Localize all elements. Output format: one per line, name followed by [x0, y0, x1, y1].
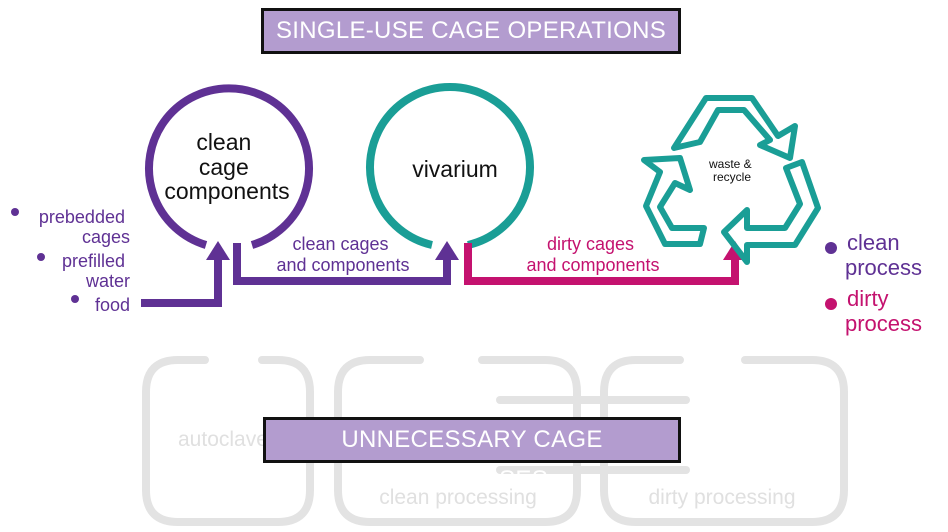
clean-flow-line: [233, 243, 451, 285]
vivarium-ring: [366, 83, 534, 249]
ghost-processes: [142, 356, 848, 526]
clean-components-ring: [145, 84, 313, 249]
clean-components-label: clean cage components: [164, 129, 289, 204]
clean-flow-line-2: and components: [276, 255, 409, 275]
legend-clean-label: clean process: [845, 230, 922, 280]
title-banner: SINGLE-USE CAGE OPERATIONS: [261, 8, 681, 54]
clean-components-line-1: clean: [196, 129, 251, 155]
prefilled-line-2: water: [85, 271, 130, 291]
dirty-flow-label: dirty cages and components: [526, 234, 659, 275]
waste-line-2: recycle: [713, 170, 751, 184]
input-arrowhead: [206, 241, 230, 260]
ghost-clean-processing-box: [334, 356, 581, 526]
vivarium-label: vivarium: [412, 156, 498, 182]
legend: clean process dirty process: [825, 230, 922, 336]
legend-clean-line-2: process: [845, 255, 922, 280]
ghost-dirty-processing-label: dirty processing: [648, 486, 795, 509]
recycle-icon: [641, 95, 821, 265]
prebedded-line-2: cages: [82, 227, 130, 247]
clean-flow-line-1: clean cages: [292, 234, 388, 254]
ghost-clean-processing-label: clean processing: [379, 486, 537, 509]
prebedded-bullet: [11, 208, 19, 216]
legend-clean-dot: [825, 242, 837, 254]
legend-clean-line-1: clean: [847, 230, 900, 255]
prefilled-line-1: prefilled: [62, 251, 125, 271]
title-text: SINGLE-USE CAGE OPERATIONS: [275, 17, 667, 44]
input-arrow-line: [141, 258, 222, 307]
ghost-dirty-processing-box: [600, 356, 848, 526]
food-label: food: [95, 295, 130, 315]
legend-dirty-line-2: process: [845, 311, 922, 336]
input-list: prebedded cages prefilled water food: [11, 207, 130, 315]
dirty-flow-line-1: dirty cages: [547, 234, 634, 254]
prebedded-line-1: prebedded: [39, 207, 125, 227]
recycle-arrow-left: [641, 155, 707, 247]
clean-components-line-3: components: [164, 178, 289, 204]
recycle-arrow-right: [721, 159, 821, 265]
waste-line-1: waste &: [708, 157, 752, 171]
unnecessary-processes-text: UNNECESSARY CAGE PROCESSES: [341, 426, 603, 493]
legend-dirty-label: dirty process: [845, 286, 922, 336]
clean-components-line-2: cage: [199, 154, 249, 180]
legend-dirty-line-1: dirty: [847, 286, 889, 311]
ghost-labels: autoclave clean processing dirty process…: [178, 428, 796, 509]
prefilled-label: prefilled water: [62, 251, 130, 291]
unnecessary-processes-banner: UNNECESSARY CAGE PROCESSES: [263, 417, 681, 493]
food-bullet: [71, 295, 79, 303]
dirty-flow-line-2: and components: [526, 255, 659, 275]
recycle-arrow-top: [671, 95, 798, 161]
ghost-autoclave-box: [142, 356, 314, 526]
ghost-autoclave-label: autoclave: [178, 428, 268, 451]
dirty-flow-line: [464, 243, 739, 285]
prefilled-bullet: [37, 253, 45, 261]
clean-flow-arrowhead: [435, 241, 459, 260]
legend-dirty-dot: [825, 298, 837, 310]
prebedded-label: prebedded cages: [39, 207, 130, 247]
clean-flow-label: clean cages and components: [276, 234, 409, 275]
waste-recycle-label: waste & recycle: [708, 157, 755, 184]
